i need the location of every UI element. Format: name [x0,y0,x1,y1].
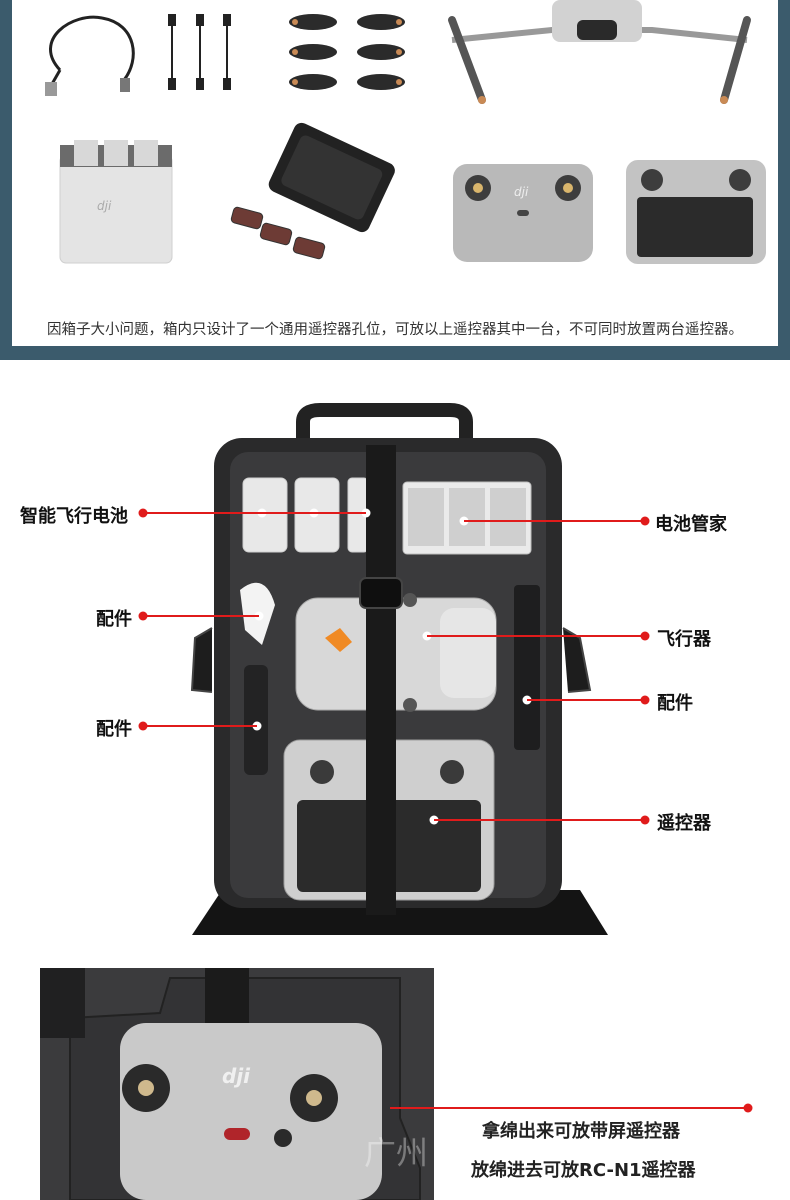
drone-icon [448,0,751,104]
right-clip-icon [562,627,592,693]
callout-lines [143,512,645,821]
nd-filters-case-icon [230,122,395,260]
left-clip-icon [190,627,213,693]
case-handle [296,403,473,447]
closeup-callout [390,1103,753,1113]
label-accessory-right: 配件 [657,693,693,714]
propellers-icon [289,14,405,90]
watermark: 广州 [364,1134,429,1172]
controller-closeup: dji [40,968,434,1200]
contents-notice: 因箱子大小问题，箱内只设计了一个通用遥控器孔位，可放以上遥控器其中一台，不可同时… [47,322,743,338]
callout-dots [138,508,650,825]
caption-line2: 放绵进去可放RC-N1遥控器 [471,1160,696,1181]
short-cables-icon [168,14,231,90]
label-controller: 遥控器 [657,813,711,834]
label-battery: 智能飞行电池 [20,506,128,527]
usb-cable-icon [45,15,135,96]
label-battery-manager: 电池管家 [655,514,727,535]
accessory-pocket-right [514,585,540,750]
contents-panel: dji dji [0,0,790,360]
svg-text:dji: dji [514,185,529,199]
label-accessory-top: 配件 [96,609,132,630]
label-accessory-bottom: 配件 [96,719,132,740]
contents-illustrations: dji dji [45,0,766,264]
accessory-pocket-bottom [244,665,268,775]
dji-logo: dji [222,1064,251,1088]
closeup-controller [120,1023,382,1200]
label-aircraft: 飞行器 [657,629,711,650]
charging-hub-icon: dji [59,140,173,264]
rc-screen-controller-icon [626,160,766,264]
caption-line1: 拿绵出来可放带屏遥控器 [482,1121,680,1142]
strap [366,445,396,915]
contents-card: dji dji [12,0,778,346]
svg-text:dji: dji [97,199,112,213]
buckle-icon [359,577,403,609]
case-illustration [138,403,650,935]
rc-n1-controller-icon: dji [453,164,593,262]
